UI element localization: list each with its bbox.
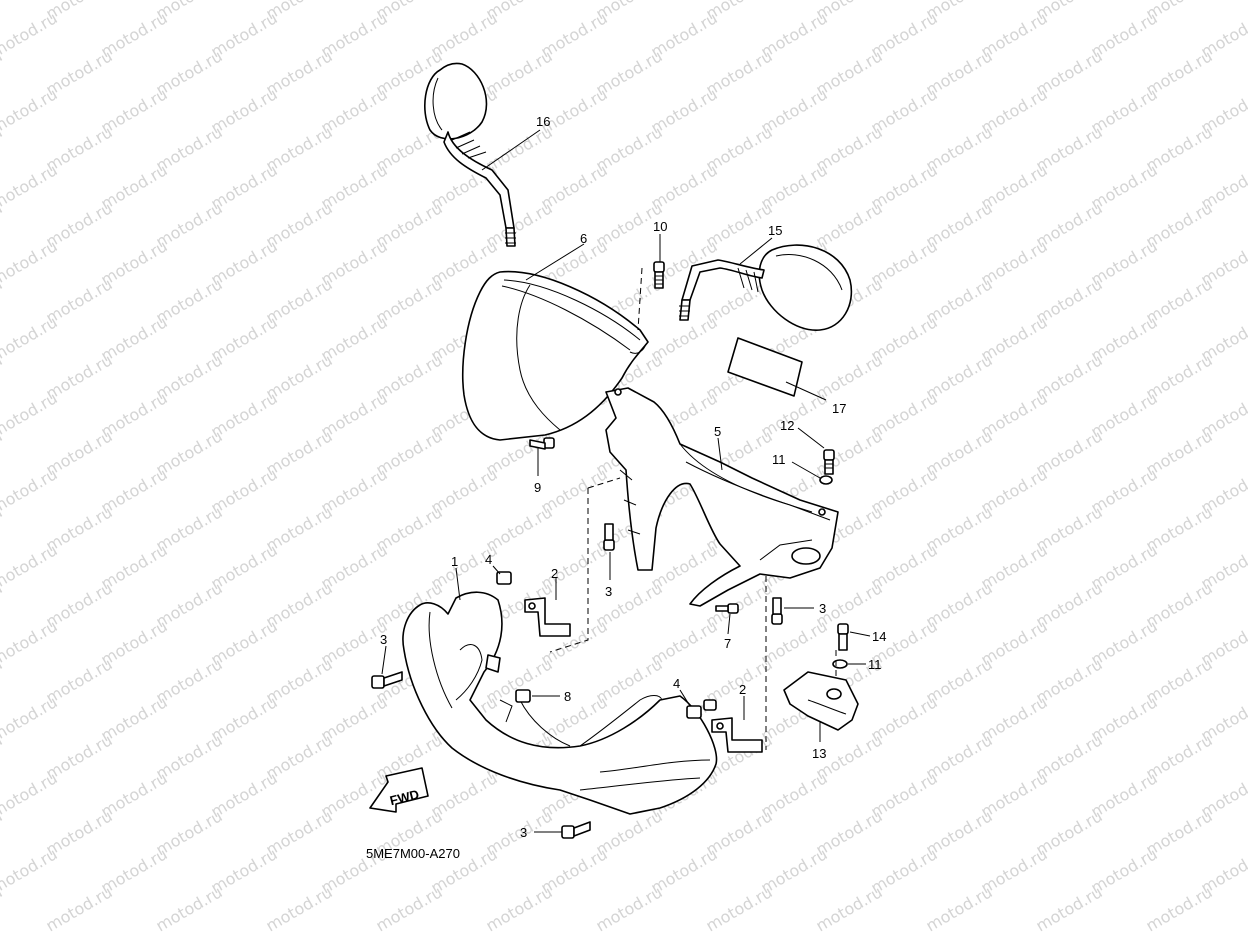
callout-10: 10 xyxy=(653,219,667,234)
inner-panel-part xyxy=(605,387,839,607)
watermark-text: motod.ru xyxy=(593,882,666,935)
fwd-label: FWD xyxy=(388,787,420,809)
callout-1: 1 xyxy=(451,554,458,569)
callout-12: 12 xyxy=(780,418,794,433)
callout-17: 17 xyxy=(832,401,846,416)
callout-3-center: 3 xyxy=(605,584,612,599)
clip-4-upper-part xyxy=(496,571,512,585)
callout-8: 8 xyxy=(564,689,571,704)
callout-2-upper: 2 xyxy=(551,566,558,581)
watermark-text: motod.ru xyxy=(0,616,61,669)
watermark-text: motod.ru xyxy=(0,464,61,517)
nut-8-part xyxy=(515,689,531,703)
watermark-text: motod.ru xyxy=(703,882,776,935)
screw-3-right-part xyxy=(771,597,783,625)
bracket-2-right-part xyxy=(711,717,763,753)
watermark-text: motod.ru xyxy=(0,8,61,61)
screw-14-part xyxy=(837,623,849,651)
clip-4-lower-part xyxy=(686,705,702,719)
watermark-text: motod.ru xyxy=(0,692,61,745)
screw-3-center-part xyxy=(603,523,615,551)
front-cover-part xyxy=(461,270,649,441)
watermark-text: motod.ru xyxy=(0,236,61,289)
callout-3-right: 3 xyxy=(819,601,826,616)
screw-3-bottom-part xyxy=(561,821,591,839)
screw-12-part xyxy=(823,449,835,475)
screw-9-part xyxy=(529,437,555,450)
mirror-right-part xyxy=(679,244,853,331)
callout-13: 13 xyxy=(812,746,826,761)
callout-14: 14 xyxy=(872,629,886,644)
front-lower-panel-part xyxy=(402,591,718,815)
mirror-left-part xyxy=(424,62,516,247)
callout-3-bottom: 3 xyxy=(520,825,527,840)
watermark-text: motod.ru xyxy=(263,882,336,935)
clip-4-lower-b-part xyxy=(703,699,717,711)
watermark-text: motod.ru xyxy=(0,312,61,365)
watermark-text: motod.ru xyxy=(0,540,61,593)
watermark-text: motod.ru xyxy=(923,882,996,935)
callout-2-lower: 2 xyxy=(739,682,746,697)
callout-9: 9 xyxy=(534,480,541,495)
callout-11-lower: 11 xyxy=(868,657,882,672)
watermark-text: motod.ru xyxy=(0,844,61,897)
callout-11-upper: 11 xyxy=(772,452,786,467)
screw-7-part xyxy=(715,603,739,614)
callout-4-upper: 4 xyxy=(485,552,492,567)
callout-15: 15 xyxy=(768,223,782,238)
watermark-text: motod.ru xyxy=(0,84,61,137)
watermark-text: motod.ru xyxy=(813,882,886,935)
watermark-text: motod.ru xyxy=(0,768,61,821)
watermark-text: motod.ru xyxy=(153,882,226,935)
diagram-code: 5ME7M00-A270 xyxy=(366,846,460,861)
watermark-text: motod.ru xyxy=(373,882,446,935)
callout-6: 6 xyxy=(580,231,587,246)
washer-11-upper-part xyxy=(819,475,833,485)
washer-11-lower-part xyxy=(832,659,848,669)
callout-3-left: 3 xyxy=(380,632,387,647)
label-plate-part xyxy=(727,337,803,397)
screw-3-left-part xyxy=(371,671,403,689)
watermark-text: motod.ru xyxy=(1143,882,1216,935)
fwd-direction-arrow: FWD xyxy=(369,767,429,813)
callout-16: 16 xyxy=(536,114,550,129)
callout-5: 5 xyxy=(714,424,721,439)
watermark-text: motod.ru xyxy=(0,0,6,23)
bracket-2-left-part xyxy=(524,597,571,637)
watermark-text: motod.ru xyxy=(1033,882,1106,935)
watermark-text: motod.ru xyxy=(43,882,116,935)
callout-4-lower: 4 xyxy=(673,676,680,691)
callout-7: 7 xyxy=(724,636,731,651)
watermark-text: motod.ru xyxy=(483,882,556,935)
watermark-text: motod.ru xyxy=(0,160,61,213)
screw-10-part xyxy=(653,261,665,289)
watermark-text: motod.ru xyxy=(0,388,61,441)
bracket-13-part xyxy=(783,671,859,731)
assembly-lines xyxy=(549,267,837,750)
callouts: 16 6 10 15 17 9 5 12 11 1 4 2 3 3 7 3 8 … xyxy=(380,114,886,840)
leader-lines xyxy=(381,129,871,833)
